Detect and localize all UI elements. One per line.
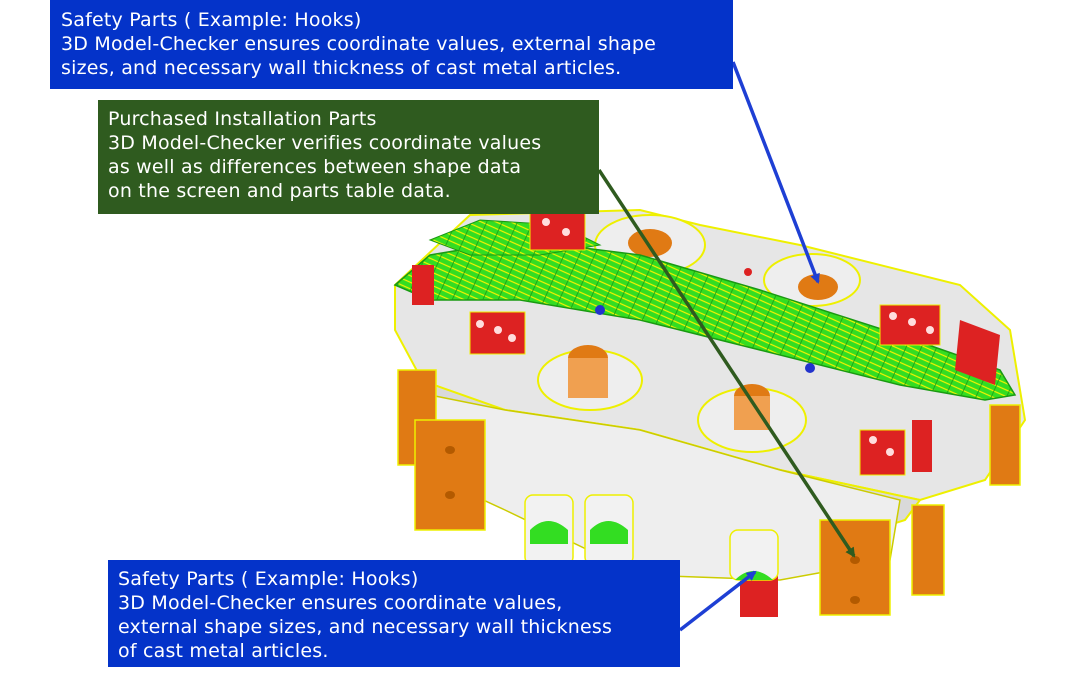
callout-title: Safety Parts ( Example: Hooks) (118, 568, 419, 590)
arrow-bottom-callout (678, 570, 757, 632)
callout-line: of cast metal articles. (118, 640, 329, 662)
callout-line: sizes, and necessary wall thickness of c… (61, 57, 622, 79)
arrow-top-callout (731, 61, 820, 284)
callout-line: as well as differences between shape dat… (108, 156, 522, 178)
callout-line: 3D Model-Checker ensures coordinate valu… (118, 592, 563, 614)
cast-metal-parts (397, 369, 1021, 616)
callout-safety-parts-top: Safety Parts ( Example: Hooks) 3D Model-… (50, 0, 733, 89)
callout-line: external shape sizes, and necessary wall… (118, 616, 613, 638)
callout-title: Purchased Installation Parts (108, 108, 377, 130)
callout-line: on the screen and parts table data. (108, 180, 451, 202)
arrow-middle-callout (597, 169, 856, 558)
callout-line: 3D Model-Checker verifies coordinate val… (108, 132, 542, 154)
callout-purchased-parts: Purchased Installation Parts 3D Model-Ch… (98, 100, 599, 214)
purchased-installation-parts (412, 209, 1000, 617)
callout-safety-parts-bottom: Safety Parts ( Example: Hooks) 3D Model-… (108, 560, 680, 667)
hook-pockets (524, 494, 779, 581)
callout-title: Safety Parts ( Example: Hooks) (61, 9, 362, 31)
callout-line: 3D Model-Checker ensures coordinate valu… (61, 33, 657, 55)
cylinder-bosses (537, 214, 861, 453)
